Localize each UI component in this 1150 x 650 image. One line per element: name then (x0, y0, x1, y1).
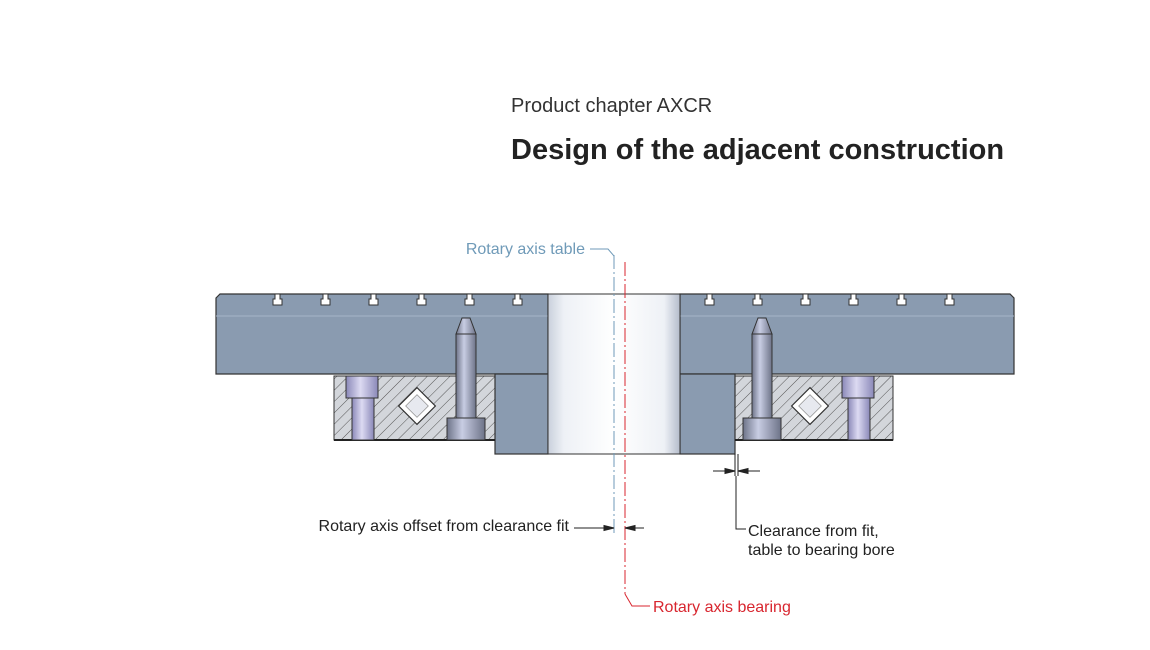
page-title: Design of the adjacent construction (511, 134, 1005, 166)
roller-right (790, 386, 830, 426)
clearance-dimension (713, 454, 760, 530)
rotary-axis-table-label: Rotary axis table (466, 241, 585, 258)
rotary-axis-offset-label: Rotary axis offset from clearance fit (319, 518, 570, 535)
clearance-label-line1: Clearance from fit, (748, 523, 879, 540)
chapter-subtitle: Product chapter AXCR (511, 95, 713, 117)
roller-left (397, 386, 437, 426)
cap-screw-left (345, 375, 379, 441)
bolt-right (742, 317, 782, 441)
clearance-label-line2: table to bearing bore (748, 542, 895, 559)
offset-dimension (574, 524, 644, 532)
bearing-axis-leader (624, 593, 650, 607)
table-axis-leader (590, 248, 615, 257)
cap-screw-right (841, 375, 875, 441)
bolt-left (446, 317, 486, 441)
rotary-axis-bearing-label: Rotary axis bearing (653, 599, 791, 616)
